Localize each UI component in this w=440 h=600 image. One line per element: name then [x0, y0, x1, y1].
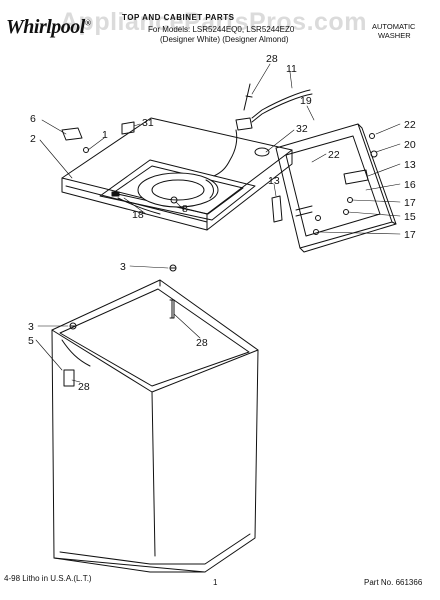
washer-cabinet: [51, 279, 259, 573]
hardware-parts: [61, 83, 378, 387]
callout-15: 15: [404, 211, 416, 223]
litho-note: 4-98 Litho in U.S.A.(L.T.): [4, 574, 92, 583]
page-title: TOP AND CABINET PARTS: [122, 13, 235, 22]
callout-8: 8: [182, 203, 188, 215]
callout-19: 19: [300, 95, 312, 107]
callout-16: 16: [404, 179, 416, 191]
callout-11: 11: [286, 63, 297, 75]
washer-top: [61, 117, 293, 231]
doc-type-line1: AUTOMATIC: [372, 22, 416, 31]
callout-labels: 28 11 19 22 20 13 16 17 15 17 6 1 31 2 3…: [28, 53, 416, 393]
page-number: 1: [213, 578, 218, 587]
callout-20: 20: [404, 139, 416, 151]
callout-2: 2: [30, 133, 36, 145]
callout-3-b: 3: [28, 321, 34, 333]
callout-3-a: 3: [120, 261, 126, 273]
model-list: For Models: LSR5244EQ0, LSR5244EZ0: [148, 25, 295, 34]
callout-6: 6: [30, 113, 36, 125]
callout-13-b: 13: [268, 175, 280, 187]
callout-18: 18: [132, 209, 144, 221]
callout-31: 31: [142, 117, 154, 129]
callout-17-a: 17: [404, 197, 416, 209]
callout-22-b: 22: [328, 149, 340, 161]
color-list: (Designer White) (Designer Almond): [160, 35, 289, 44]
callout-17-b: 17: [404, 229, 416, 241]
watermark: AppliancePartsPros.com: [60, 8, 367, 36]
washer-lid: [275, 123, 397, 253]
doc-type-line2: WASHER: [378, 31, 411, 40]
callout-28-a: 28: [266, 53, 278, 65]
brand-logo: Whirlpool®: [6, 16, 91, 39]
callout-22-a: 22: [404, 119, 416, 131]
part-number: Part No. 661366: [364, 578, 423, 587]
callout-28-c: 28: [78, 381, 90, 393]
brand-mark: ®: [84, 18, 91, 28]
callout-13-a: 13: [404, 159, 416, 171]
callout-1: 1: [102, 129, 108, 141]
callout-28-b: 28: [196, 337, 208, 349]
brand-name: Whirlpool: [6, 16, 85, 38]
callout-5: 5: [28, 335, 34, 347]
leader-lines: [35, 63, 401, 383]
callout-32: 32: [296, 123, 308, 135]
